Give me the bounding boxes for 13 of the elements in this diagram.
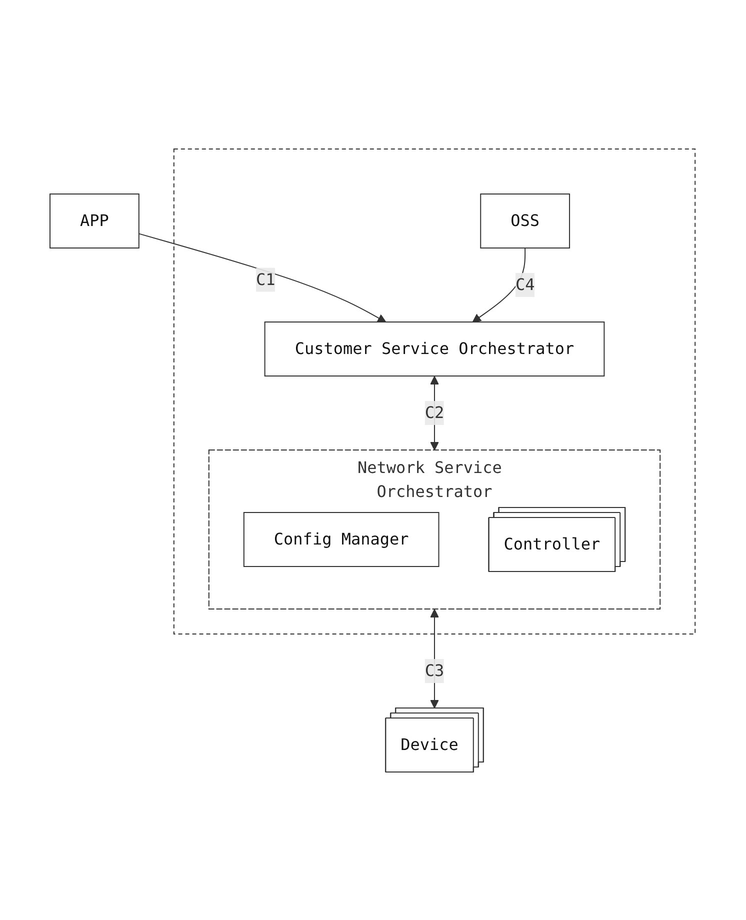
edge-label: C4	[516, 274, 536, 294]
arrow	[138, 232, 387, 322]
edge-label: C2	[425, 402, 445, 422]
cluster	[174, 148, 696, 634]
arrow	[430, 376, 440, 450]
node-box: Config Manager	[244, 512, 440, 566]
arrow	[472, 247, 526, 322]
node-box: Customer Service Orchestrator	[264, 321, 606, 376]
node-box: OSS	[480, 193, 570, 248]
edge-label: C3	[425, 660, 445, 680]
node-box: APP	[50, 193, 140, 248]
arrow	[430, 608, 440, 708]
edge-label: C1	[256, 269, 276, 288]
